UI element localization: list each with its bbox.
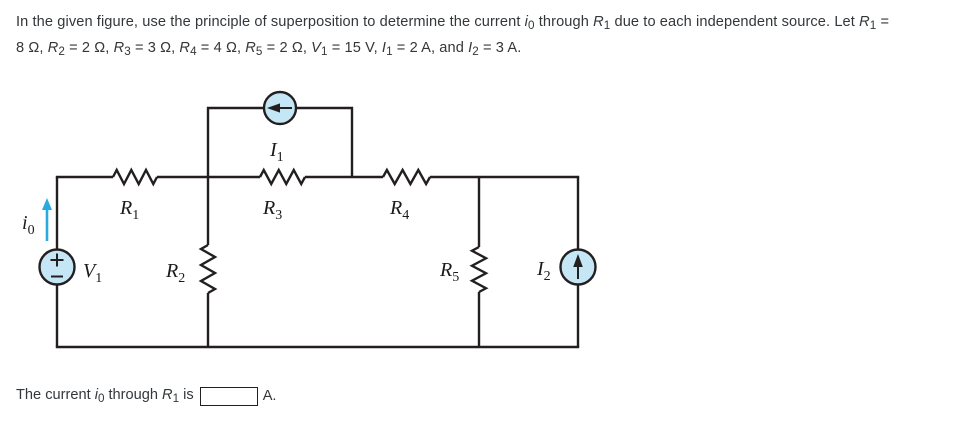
label-R1: R1 xyxy=(119,197,139,223)
plain-text: = 3 Ω, xyxy=(130,39,180,56)
variable-text: R xyxy=(593,14,604,30)
label-R5: R5 xyxy=(439,259,459,285)
variable-text: R xyxy=(162,387,173,404)
current-source-I2 xyxy=(559,248,597,286)
label-R2: R2 xyxy=(165,260,185,286)
circuit-labels: i0 R1 R3 R4 I1 V1 R2 R5 I2 xyxy=(22,139,551,286)
variable-text: 1 xyxy=(320,44,328,58)
plain-text: = 2 A, and xyxy=(392,39,469,56)
variable-text: R xyxy=(113,39,125,56)
variable-text: 1 xyxy=(603,18,611,32)
variable-text: V xyxy=(311,39,321,56)
plain-text: due to each independent source. Let xyxy=(610,14,860,30)
answer-unit: A. xyxy=(262,388,277,404)
variable-text: 4 xyxy=(190,44,197,58)
circuit-wires xyxy=(55,106,580,349)
resistor-R5 xyxy=(469,245,489,294)
variable-text: I xyxy=(381,39,387,56)
plain-text: = 15 V, xyxy=(327,39,382,56)
resistor-R1 xyxy=(111,167,159,187)
variable-text: 1 xyxy=(386,44,393,58)
voltage-source-V1 xyxy=(38,248,76,286)
variable-text: R xyxy=(179,39,191,56)
plain-text: = 2 Ω, xyxy=(64,39,114,56)
left-arrow-icon xyxy=(267,103,280,113)
plain-text: In the given figure, use the principle o… xyxy=(16,14,525,30)
variable-text: R xyxy=(47,39,59,56)
plain-text: = 4 Ω, xyxy=(196,39,246,56)
variable-text: i xyxy=(524,14,528,30)
variable-text: 2 xyxy=(472,44,479,58)
current-source-I1 xyxy=(262,90,298,126)
variable-text: R xyxy=(859,14,870,30)
variable-text: 1 xyxy=(869,18,877,32)
answer-row: The current i0 through R1 is A. xyxy=(16,384,276,408)
label-I2: I2 xyxy=(536,258,551,284)
plain-text: = xyxy=(876,14,890,30)
resistor-R4 xyxy=(381,167,432,187)
plain-text: = 3 A. xyxy=(478,39,522,56)
i0-current-arrow xyxy=(42,198,52,241)
plain-text: The current xyxy=(16,387,95,404)
variable-text: R xyxy=(245,39,256,56)
label-R3: R3 xyxy=(262,197,282,223)
label-i0: i0 xyxy=(22,212,35,238)
plain-text: through xyxy=(534,14,594,30)
resistor-R3 xyxy=(258,167,307,187)
label-V1: V1 xyxy=(83,260,102,286)
up-arrow-icon xyxy=(573,254,583,267)
variable-text: I xyxy=(468,39,473,56)
plain-text: is xyxy=(179,387,194,404)
plain-text: = 2 Ω, xyxy=(262,39,312,56)
plain-text: 8 Ω, xyxy=(16,39,48,56)
answer-prompt: The current i0 through R1 is xyxy=(16,387,194,405)
label-R4: R4 xyxy=(389,197,409,223)
variable-text: 0 xyxy=(527,18,535,32)
label-I1: I1 xyxy=(269,139,284,165)
plain-text: through xyxy=(104,387,163,404)
variable-text: 0 xyxy=(97,391,105,405)
plus-sign-icon xyxy=(50,253,64,267)
variable-text: 3 xyxy=(124,44,131,58)
variable-text: 5 xyxy=(255,44,263,58)
problem-statement: In the given figure, use the principle o… xyxy=(16,11,962,63)
voltage-source-circle xyxy=(38,248,76,286)
variable-text: 1 xyxy=(172,391,180,405)
variable-text: 2 xyxy=(58,44,65,58)
up-arrow-icon xyxy=(42,198,52,210)
answer-input[interactable] xyxy=(199,386,258,406)
resistor-R2 xyxy=(198,243,218,295)
variable-text: i xyxy=(94,387,98,404)
